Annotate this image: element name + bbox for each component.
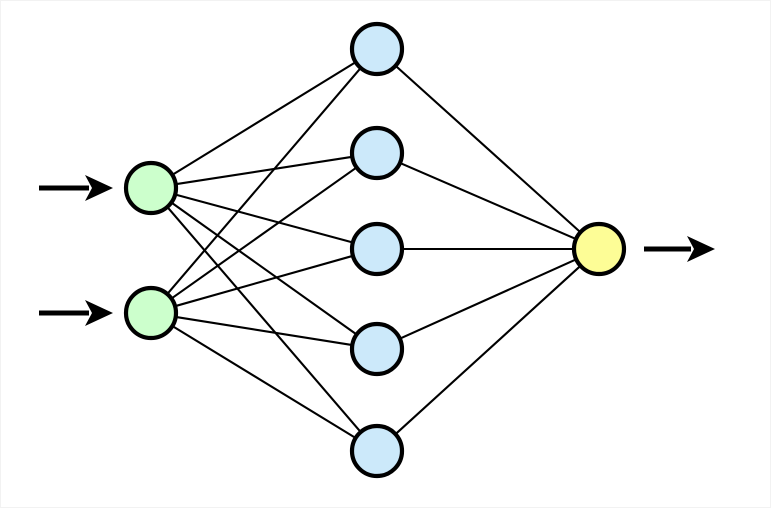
edge-i2-h4	[174, 315, 354, 347]
edge-h4-o1	[398, 258, 578, 340]
input-arrow-top-head	[85, 175, 113, 201]
input-arrow-bottom-head	[85, 300, 113, 326]
node-circle-i1[interactable]	[123, 160, 179, 216]
input-arrow-top	[39, 175, 113, 201]
edge-i1-h4	[170, 201, 358, 336]
edge-i2-h5	[171, 324, 357, 440]
node-circle-h2[interactable]	[349, 125, 405, 181]
io-arrows-group	[39, 175, 715, 326]
edge-h1-o1	[394, 64, 582, 234]
node-h2[interactable]	[349, 125, 405, 181]
node-h1[interactable]	[349, 21, 405, 77]
output-arrow-head	[687, 236, 715, 262]
node-circle-h4[interactable]	[349, 321, 405, 377]
node-circle-h1[interactable]	[349, 21, 405, 77]
edge-i2-h1	[166, 66, 362, 296]
node-circle-h5[interactable]	[349, 423, 405, 479]
edge-i1-h3	[174, 193, 354, 244]
edge-i1-h5	[166, 205, 362, 434]
input-arrow-bottom	[39, 300, 113, 326]
node-circle-i2[interactable]	[123, 285, 179, 341]
node-o1[interactable]	[571, 221, 627, 277]
node-h5[interactable]	[349, 423, 405, 479]
nodes-group	[123, 21, 627, 479]
node-circle-o1[interactable]	[571, 221, 627, 277]
node-i2[interactable]	[123, 285, 179, 341]
node-h4[interactable]	[349, 321, 405, 377]
node-h3[interactable]	[349, 221, 405, 277]
edge-i2-h2	[170, 166, 358, 300]
edge-i1-h1	[171, 61, 357, 176]
edge-i1-h2	[174, 155, 354, 186]
edge-h2-o1	[398, 161, 578, 241]
node-i1[interactable]	[123, 160, 179, 216]
edges-group	[166, 61, 582, 440]
edge-i2-h3	[174, 254, 355, 308]
edge-h5-o1	[394, 264, 582, 436]
output-arrow	[644, 236, 715, 262]
node-circle-h3[interactable]	[349, 221, 405, 277]
